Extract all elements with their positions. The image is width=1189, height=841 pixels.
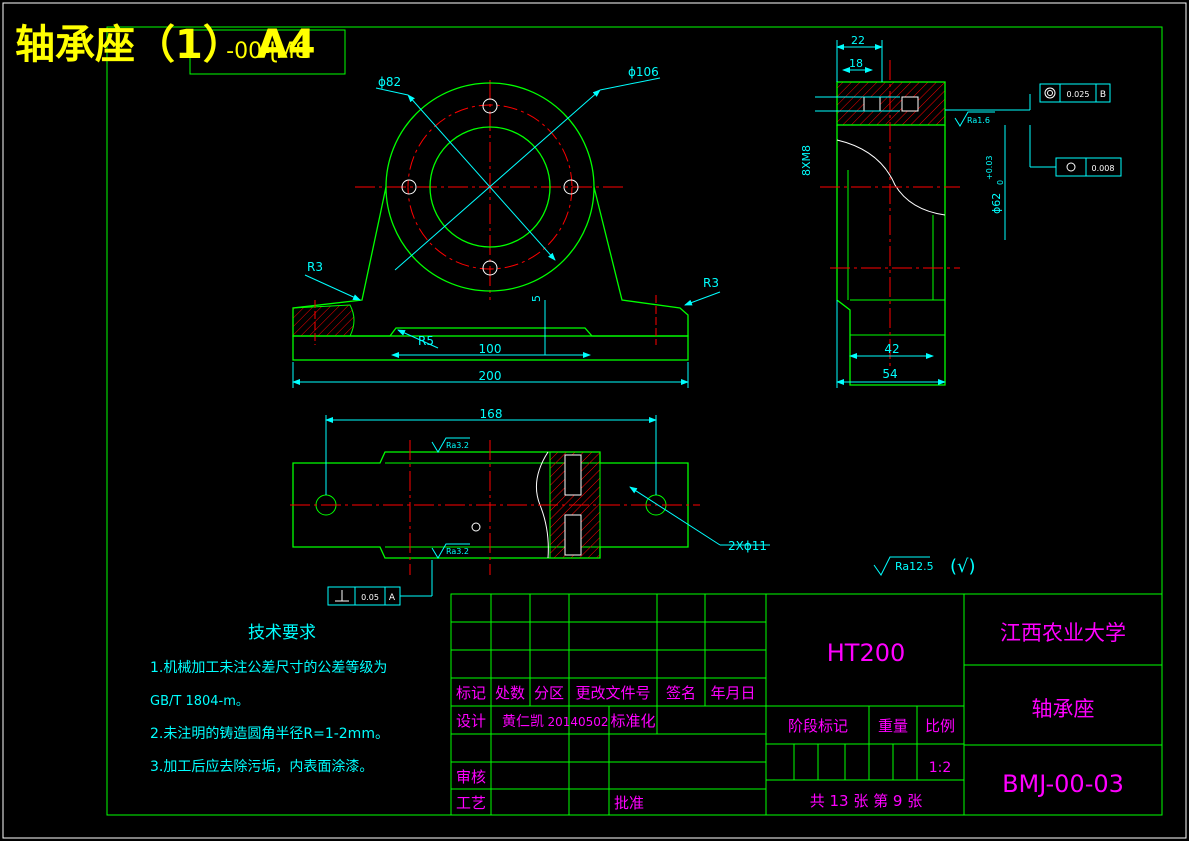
page-title: 轴承座（1） A4 <box>15 22 316 68</box>
hdr-mark: 标记 <box>456 684 486 702</box>
coaxial-icon <box>1044 87 1056 99</box>
tech-item-2: GB/T 1804-m。 <box>150 694 249 709</box>
dim-54: 54 <box>882 367 897 381</box>
dim-168: 168 <box>480 407 503 421</box>
scale-label: 比例 <box>925 717 955 735</box>
cyl-frame <box>1055 157 1122 177</box>
tech-item-3: 2.未注明的铸造圆角半径R=1-2mm。 <box>150 726 389 742</box>
top-view: 168 2Xϕ11 Ra3.2 Ra3.2 0.05 A <box>290 407 770 606</box>
hdr-count: 处数 <box>495 684 525 702</box>
dim-d82: ϕ82 <box>378 75 401 89</box>
part-name: 轴承座 <box>1032 697 1095 721</box>
top-outline <box>292 451 689 559</box>
tech-title: 技术要求 <box>248 623 316 643</box>
dim-5: 5 <box>530 295 543 302</box>
dim-r3-left-line <box>304 274 361 301</box>
hdr-signature: 签名 <box>666 684 696 702</box>
coaxial-icon-inner <box>1047 90 1053 96</box>
hdr-date: 年月日 <box>710 684 755 702</box>
drawing-number: BMJ-00-03 <box>1002 770 1124 798</box>
dim-r5: R5 <box>418 334 434 348</box>
mirror-box <box>189 29 346 75</box>
dim-d82-leader <box>375 87 409 96</box>
approve-label: 批准 <box>614 794 644 812</box>
hdr-zone: 分区 <box>534 684 564 702</box>
roughness-side: Ra1.6 <box>967 116 990 125</box>
dim-d82-line <box>407 94 556 261</box>
dim-r3-right: R3 <box>703 276 719 290</box>
school-name: 江西农业大学 <box>1000 621 1126 645</box>
perp-value: 0.05 <box>361 593 379 602</box>
roughness-top: Ra3.2 <box>446 441 469 450</box>
general-roughness: Ra12.5 <box>895 560 934 573</box>
designer: 黄仁凯 <box>502 713 544 730</box>
datum-marker-icon <box>471 522 481 532</box>
roughness-symbol-top <box>431 437 470 453</box>
roughness-bottom: Ra3.2 <box>446 547 469 556</box>
cylindricity-icon <box>1066 162 1076 172</box>
dim-thread: 8XM8 <box>800 145 813 176</box>
bolt-hole-bottom <box>482 260 498 276</box>
hdr-change-doc: 更改文件号 <box>575 684 650 702</box>
title-block-text: HT200 江西农业大学 轴承座 BMJ-00-03 标记 处数 分区 更改文件… <box>456 621 1126 812</box>
dim-tol-lower: 0 <box>996 180 1005 185</box>
dim-r5-line <box>397 329 439 349</box>
coaxial-value: 0.025 <box>1067 90 1090 99</box>
base-plate <box>292 335 689 361</box>
cyl-value: 0.008 <box>1092 164 1115 173</box>
bolt-hole-right <box>563 179 579 195</box>
break-line <box>836 139 946 216</box>
sheet-count: 共 13 张 第 9 张 <box>810 792 922 810</box>
roughness-symbol-side <box>954 111 995 127</box>
top-boss-section <box>836 81 946 126</box>
scale-value: 1:2 <box>929 760 952 776</box>
weight-label: 重量 <box>878 717 908 735</box>
standardize-label: 标准化 <box>610 712 655 730</box>
perp-frame <box>327 586 401 606</box>
dim-d62: ϕ62 <box>990 193 1003 214</box>
dim-22: 22 <box>851 34 865 47</box>
dim-18: 18 <box>849 57 863 70</box>
side-view: 22 18 8XM8 ϕ62 +0.03 0 42 54 Ra1.6 0.025… <box>800 34 1122 388</box>
review-label: 审核 <box>456 768 486 786</box>
tech-item-1: 1.机械加工未注公差尺寸的公差等级为 <box>150 659 387 676</box>
mirror-text: BMJ-00- <box>226 39 310 64</box>
local-section-hatch <box>292 304 355 337</box>
perp-datum: A <box>389 593 396 603</box>
dim-d106: ϕ106 <box>628 65 659 79</box>
coaxial-frame <box>1039 83 1111 103</box>
general-roughness-paren: (√) <box>950 556 976 577</box>
front-view: ϕ106 ϕ82 R3 R3 R5 100 200 5 <box>292 65 721 388</box>
dim-200: 200 <box>479 369 502 383</box>
coaxial-datum: B <box>1100 90 1106 100</box>
title-block <box>450 593 1163 816</box>
dim-tol-upper: +0.03 <box>985 155 994 180</box>
tech-item-4: 3.加工后应去除污垢，内表面涂漆。 <box>150 758 373 775</box>
slot-top <box>564 454 582 496</box>
dim-100: 100 <box>479 342 502 356</box>
design-date: 20140502 <box>547 715 608 729</box>
dim-42: 42 <box>884 342 899 356</box>
thread-hole-right <box>901 96 919 112</box>
dim-holes: 2Xϕ11 <box>728 539 767 553</box>
thread-hole-left <box>863 96 881 112</box>
dim-r3-right-line <box>684 291 721 306</box>
design-label: 设计 <box>456 712 486 730</box>
tech-requirements: 技术要求 1.机械加工未注公差尺寸的公差等级为 GB/T 1804-m。 2.未… <box>150 623 389 775</box>
process-label: 工艺 <box>456 794 486 812</box>
perpendicularity-icon <box>335 590 349 602</box>
dim-holes-line <box>629 486 721 546</box>
stage-mark: 阶段标记 <box>788 717 848 735</box>
slot-bottom <box>564 514 582 556</box>
dim-d106-leader <box>599 77 661 91</box>
material: HT200 <box>827 639 906 667</box>
general-roughness-icon <box>873 556 930 576</box>
dim-r3-left: R3 <box>307 260 323 274</box>
roughness-symbol-bottom <box>431 543 470 559</box>
